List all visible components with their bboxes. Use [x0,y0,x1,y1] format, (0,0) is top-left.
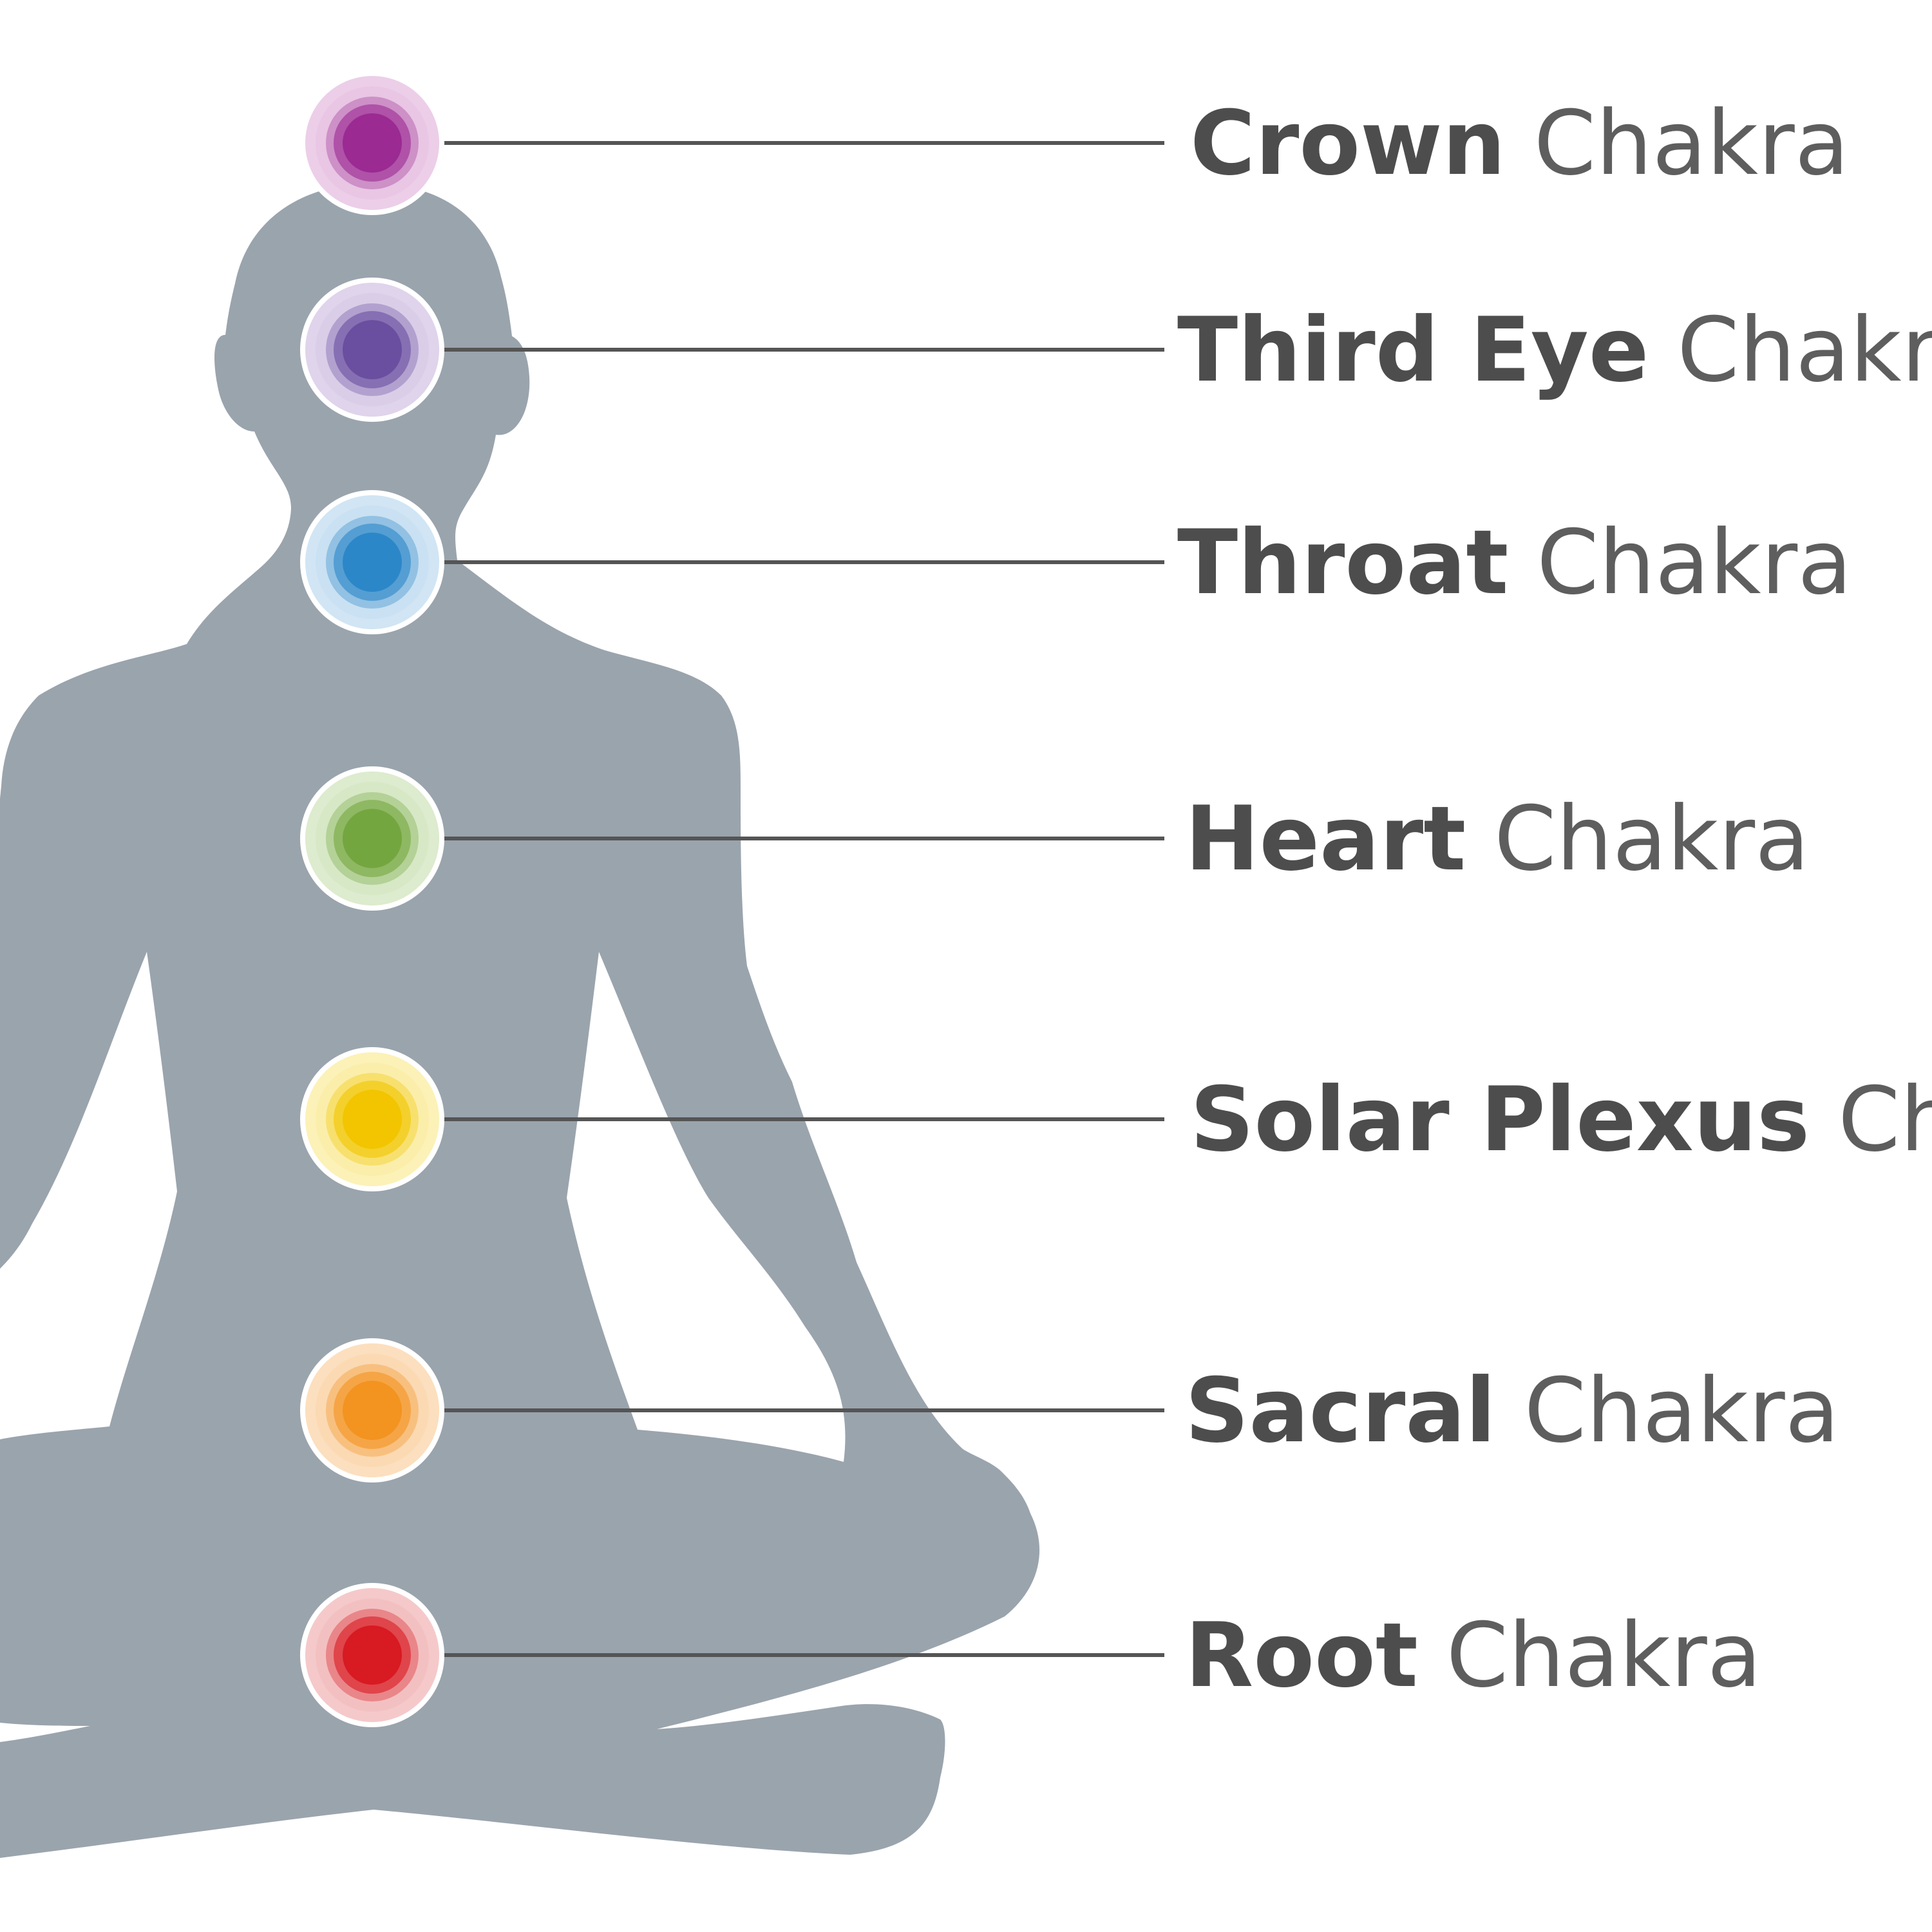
chakra-marker-solar-plexus [300,1047,444,1191]
chakra-name: Third Eye [1177,298,1649,402]
chakra-suffix: Chakra [1506,91,1849,195]
chakra-name: Solar Plexus [1190,1068,1810,1171]
chakra-marker-heart [300,766,444,911]
chakra-label-heart: Heart Chakra [1185,787,1810,891]
chakra-label-crown: Crown Chakra [1190,91,1849,195]
meditating-figure-silhouette [0,184,1040,1858]
chakra-label-solar-plexus: Solar Plexus Chakra [1190,1068,1932,1171]
chakra-label-third-eye: Third Eye Chakra [1177,298,1932,402]
chakra-suffix: Chakra [1496,1359,1839,1463]
chakra-name: Crown [1190,91,1506,195]
chakra-suffix: Chakra [1418,1604,1761,1707]
chakra-marker-sacral [300,1338,444,1482]
chakra-marker-root [300,1583,444,1727]
chakra-suffix: Chakra [1466,787,1809,891]
chakra-label-root: Root Chakra [1185,1604,1761,1707]
chakra-label-sacral: Sacral Chakra [1185,1359,1839,1463]
chakra-marker-third-eye [300,278,444,422]
chakra-marker-crown [300,71,444,215]
chakra-marker-throat [300,490,444,634]
chakra-suffix: Chakra [1649,298,1932,402]
chakra-name: Sacral [1185,1359,1496,1463]
chakra-markers [300,71,444,1727]
chakra-name: Heart [1185,787,1466,891]
chakra-label-throat: Throat Chakra [1177,511,1852,614]
chakra-suffix: Chakra [1508,511,1852,614]
leader-lines [443,141,1164,1657]
chakra-name: Root [1185,1604,1418,1707]
chakra-suffix: Chakra [1810,1068,1932,1171]
chakra-name: Throat [1177,511,1508,614]
